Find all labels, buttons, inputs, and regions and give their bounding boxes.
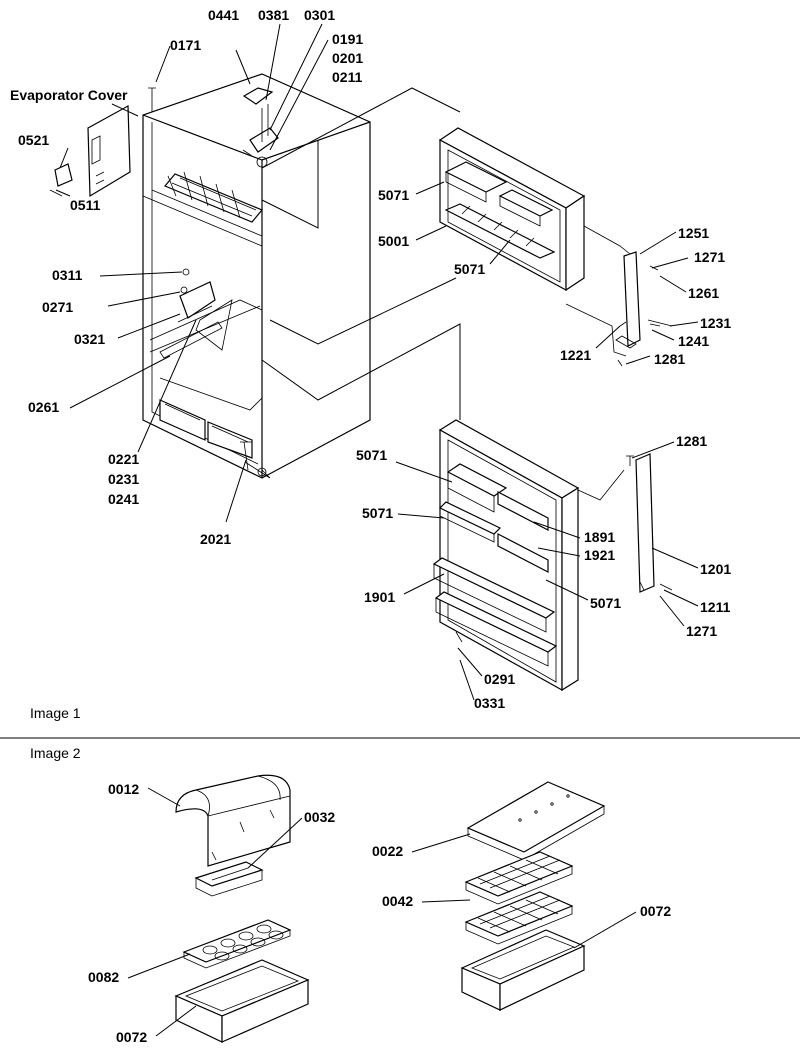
label-0012: 0012 xyxy=(108,781,139,797)
fresh-food-door-hinge xyxy=(577,453,673,593)
label-0201: 0201 xyxy=(332,50,363,66)
part-0511-screw xyxy=(49,189,63,197)
label-0381: 0381 xyxy=(258,7,289,23)
label-1221: 1221 xyxy=(560,347,591,363)
part-0171-screw xyxy=(148,87,156,112)
part-0012-ice-bin-cover xyxy=(175,774,291,867)
label-1231: 1231 xyxy=(700,315,731,331)
label-1271-top: 1271 xyxy=(694,249,725,265)
part-0072-bin-right xyxy=(460,929,586,1011)
label-5071-door-top: 5071 xyxy=(356,447,387,463)
label-5001: 5001 xyxy=(378,233,409,249)
image2-title: Image 2 xyxy=(30,745,81,761)
label-0231: 0231 xyxy=(108,471,139,487)
label-2021: 2021 xyxy=(200,531,231,547)
part-0042-ice-trays xyxy=(464,851,574,945)
freezer-door xyxy=(438,127,586,292)
evaporator-cover xyxy=(87,105,131,198)
label-5071-door-mid: 5071 xyxy=(362,505,393,521)
part-0521-thermostat-knob xyxy=(54,163,73,187)
label-0261: 0261 xyxy=(28,399,59,415)
label-0072-left: 0072 xyxy=(116,1029,147,1045)
label-0321: 0321 xyxy=(74,331,105,347)
label-0511: 0511 xyxy=(70,197,101,213)
freezer-door-hinge xyxy=(565,225,673,367)
label-0521: 0521 xyxy=(18,132,49,148)
part-0032-tray xyxy=(194,861,264,897)
label-5071-freezer-bottom: 5071 xyxy=(454,261,485,277)
label-0441: 0441 xyxy=(208,7,239,23)
label-0191: 0191 xyxy=(332,31,363,47)
label-0301: 0301 xyxy=(304,7,335,23)
label-0241: 0241 xyxy=(108,491,139,507)
part-0072-bin-left xyxy=(174,959,310,1043)
control-housing xyxy=(177,268,216,323)
part-2021-leveling-leg xyxy=(240,441,252,471)
fresh-food-door xyxy=(432,419,580,692)
part-0082-egg-tray xyxy=(182,919,292,969)
label-5071-door-bottom: 5071 xyxy=(590,595,621,611)
top-hinge xyxy=(242,104,279,168)
label-1921: 1921 xyxy=(584,547,615,563)
label-0331: 0331 xyxy=(474,695,505,711)
label-1251: 1251 xyxy=(678,225,709,241)
image2-leader-lines xyxy=(127,787,637,1037)
label-0311: 0311 xyxy=(52,267,83,283)
label-1241: 1241 xyxy=(678,333,709,349)
label-evaporator-cover: Evaporator Cover xyxy=(10,87,128,103)
part-0022-shelf-cover xyxy=(466,781,606,861)
label-1281-bottom: 1281 xyxy=(676,433,707,449)
label-0082: 0082 xyxy=(88,969,119,985)
label-0042: 0042 xyxy=(382,893,413,909)
label-0291: 0291 xyxy=(484,671,515,687)
label-1901: 1901 xyxy=(364,589,395,605)
label-0032: 0032 xyxy=(304,809,335,825)
part-0441-hinge-cover xyxy=(242,87,274,105)
label-0211: 0211 xyxy=(332,69,363,85)
label-5071-freezer-top: 5071 xyxy=(378,187,409,203)
assembly-guide-lines xyxy=(261,87,461,420)
label-0072-right: 0072 xyxy=(640,903,671,919)
label-0171: 0171 xyxy=(170,37,201,53)
label-1201: 1201 xyxy=(700,561,731,577)
label-0022: 0022 xyxy=(372,843,403,859)
label-0221: 0221 xyxy=(108,451,139,467)
image2-callout-labels: 0012 0032 0082 0072 0022 0042 0072 xyxy=(88,781,671,1045)
label-0271: 0271 xyxy=(42,299,73,315)
label-1891: 1891 xyxy=(584,529,615,545)
label-1211: 1211 xyxy=(700,599,731,615)
image1-title: Image 1 xyxy=(30,705,81,721)
image1-callout-labels: Evaporator Cover 0441 0381 0301 0171 019… xyxy=(10,7,731,711)
leader-lines xyxy=(55,23,699,701)
refrigerator-cabinet xyxy=(142,73,371,479)
label-1281-top: 1281 xyxy=(654,351,685,367)
label-1261: 1261 xyxy=(688,285,719,301)
label-1271-bottom: 1271 xyxy=(686,623,717,639)
part-0261-light-shield xyxy=(159,321,223,359)
